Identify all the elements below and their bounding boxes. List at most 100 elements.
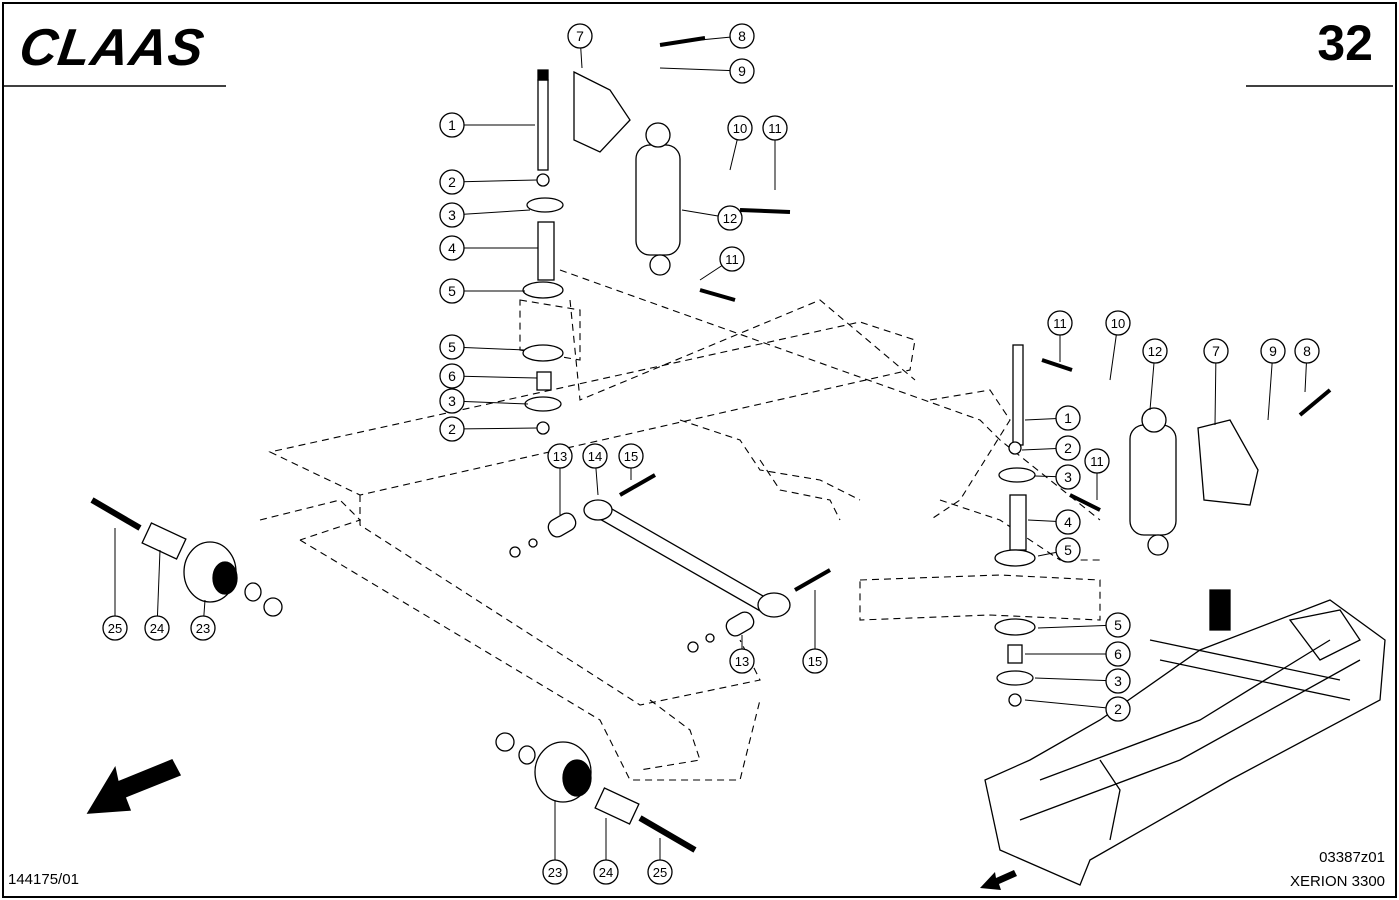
callout-10: 10 [1105, 310, 1131, 381]
shock-bracket-right [1197, 419, 1259, 506]
callout-11: 11 [1047, 310, 1073, 362]
callout-23: 23 [542, 800, 568, 885]
nut-2-left [536, 173, 550, 187]
callout-12: 12 [681, 205, 743, 231]
callout-leader [156, 549, 161, 629]
callout-circle [439, 388, 465, 414]
callout-circle [802, 648, 828, 674]
callout-3: 3 [439, 202, 531, 228]
callout-circle [439, 278, 465, 304]
callout-circle [1055, 435, 1081, 461]
callout-5: 5 [1037, 537, 1081, 563]
callout-circle [439, 235, 465, 261]
callout-number: 2 [1064, 440, 1072, 456]
callout-circle [439, 363, 465, 389]
callout-number: 8 [738, 28, 746, 44]
callout-leader [1037, 624, 1119, 629]
callout-circle [1105, 696, 1131, 722]
sleeve-4-right [1009, 494, 1027, 551]
callout-number: 23 [548, 865, 562, 880]
callout-circle [1294, 338, 1320, 364]
callout-number: 1 [1064, 410, 1072, 426]
callout-circle [439, 416, 465, 442]
shock-eye-top-right [1141, 407, 1167, 433]
callout-circle [1047, 310, 1073, 336]
callout-leader [451, 209, 531, 216]
callout-8: 8 [699, 23, 755, 49]
rubber-5b-left [522, 344, 564, 362]
callout-number: 25 [653, 865, 667, 880]
callout-11: 11 [699, 246, 745, 281]
washer-3-left [526, 197, 564, 213]
rod-end-left [583, 499, 613, 521]
callout-number: 4 [448, 240, 456, 256]
shock-body-right [1129, 424, 1177, 536]
callout-leader [451, 179, 538, 183]
callout-number: 2 [448, 421, 456, 437]
axle-frame-outline [259, 269, 1101, 781]
rod-end-right [757, 592, 791, 618]
right-shock-absorber [994, 344, 1332, 707]
callout-7: 7 [567, 23, 593, 69]
pivot-bearings [90, 497, 697, 853]
callout-9: 9 [1260, 338, 1286, 421]
callout-5: 5 [439, 334, 526, 360]
track-rod [509, 473, 831, 653]
callout-circle [762, 115, 788, 141]
rubber-5a-left [522, 281, 564, 299]
washer-3b-right [996, 670, 1034, 686]
callout-circle [1142, 338, 1168, 364]
rod-14 [597, 504, 771, 613]
callout-number: 15 [624, 449, 638, 464]
callout-circle [542, 859, 568, 885]
callout-circle [567, 23, 593, 49]
callout-circle [729, 648, 755, 674]
callout-number: 4 [1064, 514, 1072, 530]
callout-number: 1 [448, 117, 456, 133]
callout-2: 2 [1021, 435, 1081, 461]
callout-leader [659, 67, 743, 72]
callout-circle [647, 859, 673, 885]
callout-leader [451, 375, 538, 379]
figure-code: 03387z01 [1319, 849, 1385, 866]
callout-7: 7 [1203, 338, 1229, 426]
shock-eye-top-left [645, 122, 671, 148]
callout-3: 3 [1034, 668, 1131, 694]
callout-25: 25 [102, 528, 128, 641]
callout-circle [1055, 509, 1081, 535]
callout-number: 11 [1053, 316, 1067, 331]
callout-number: 5 [448, 339, 456, 355]
callout-number: 11 [725, 252, 739, 267]
callout-circle [190, 615, 216, 641]
callout-number: 10 [733, 121, 747, 136]
callout-circle [593, 859, 619, 885]
callout-3: 3 [439, 388, 529, 414]
callout-25: 25 [647, 838, 673, 885]
callout-number: 2 [448, 174, 456, 190]
callout-number: 9 [1269, 343, 1277, 359]
callout-number: 24 [150, 621, 164, 636]
callout-number: 6 [1114, 646, 1122, 662]
nut-2b-left [536, 421, 550, 435]
callout-2: 2 [439, 169, 538, 195]
callout-1: 1 [1024, 405, 1081, 431]
callout-13: 13 [547, 443, 573, 515]
callout-number: 10 [1111, 316, 1125, 331]
callout-number: 2 [1114, 701, 1122, 717]
callout-number: 3 [448, 393, 456, 409]
callout-number: 5 [1064, 542, 1072, 558]
long-bolt-left [537, 79, 549, 171]
callout-6: 6 [1025, 641, 1131, 667]
callout-circle [439, 202, 465, 228]
callout-10: 10 [727, 115, 753, 171]
callout-number: 3 [1114, 673, 1122, 689]
callout-circle [439, 334, 465, 360]
callout-13: 13 [729, 635, 755, 674]
shock-eye-bottom-left [649, 254, 671, 276]
nut-2b-right [1008, 693, 1022, 707]
washer-3b-left [524, 396, 562, 412]
callout-number: 7 [576, 28, 584, 44]
